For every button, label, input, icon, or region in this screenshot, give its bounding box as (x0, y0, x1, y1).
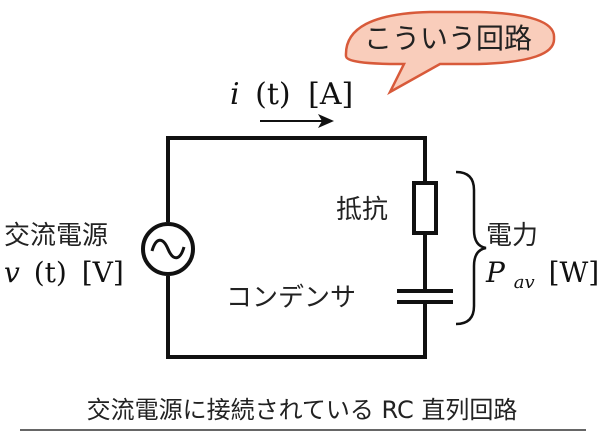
power-subscript: av (514, 272, 535, 293)
circuit-wires (166, 136, 427, 359)
power-variable: P (485, 256, 506, 289)
power-brace-icon (455, 170, 487, 326)
source-voltage-unit: [V] (82, 256, 124, 289)
ac-source-icon (141, 222, 195, 276)
current-arrow-icon (260, 114, 334, 128)
callout-text: こういう回路 (364, 22, 532, 55)
current-unit: [A] (308, 77, 353, 112)
current-variable: i (230, 77, 240, 112)
svg-text:i (t) [A]: i (t) [A] (230, 77, 353, 112)
capacitor-label: コンデンサ (226, 283, 356, 313)
current-label: i (t) [A] (230, 77, 353, 112)
resistor-icon (412, 181, 438, 235)
resistor-label: 抵抗 (336, 195, 388, 225)
source-voltage-label: v (t) [V] (4, 256, 124, 289)
callout-bubble: こういう回路 (344, 10, 556, 96)
current-argument: (t) (255, 77, 290, 112)
source-voltage-variable: v (4, 256, 20, 289)
power-symbol-label: P av [W] (485, 256, 599, 295)
power-label: 電力 (486, 221, 538, 251)
capacitor-icon (397, 289, 453, 304)
power-unit: [W] (549, 256, 600, 289)
caption-text: 交流電源に接続されている RC 直列回路 (87, 396, 518, 424)
source-voltage-argument: (t) (34, 256, 67, 289)
source-label: 交流電源 (4, 221, 108, 251)
